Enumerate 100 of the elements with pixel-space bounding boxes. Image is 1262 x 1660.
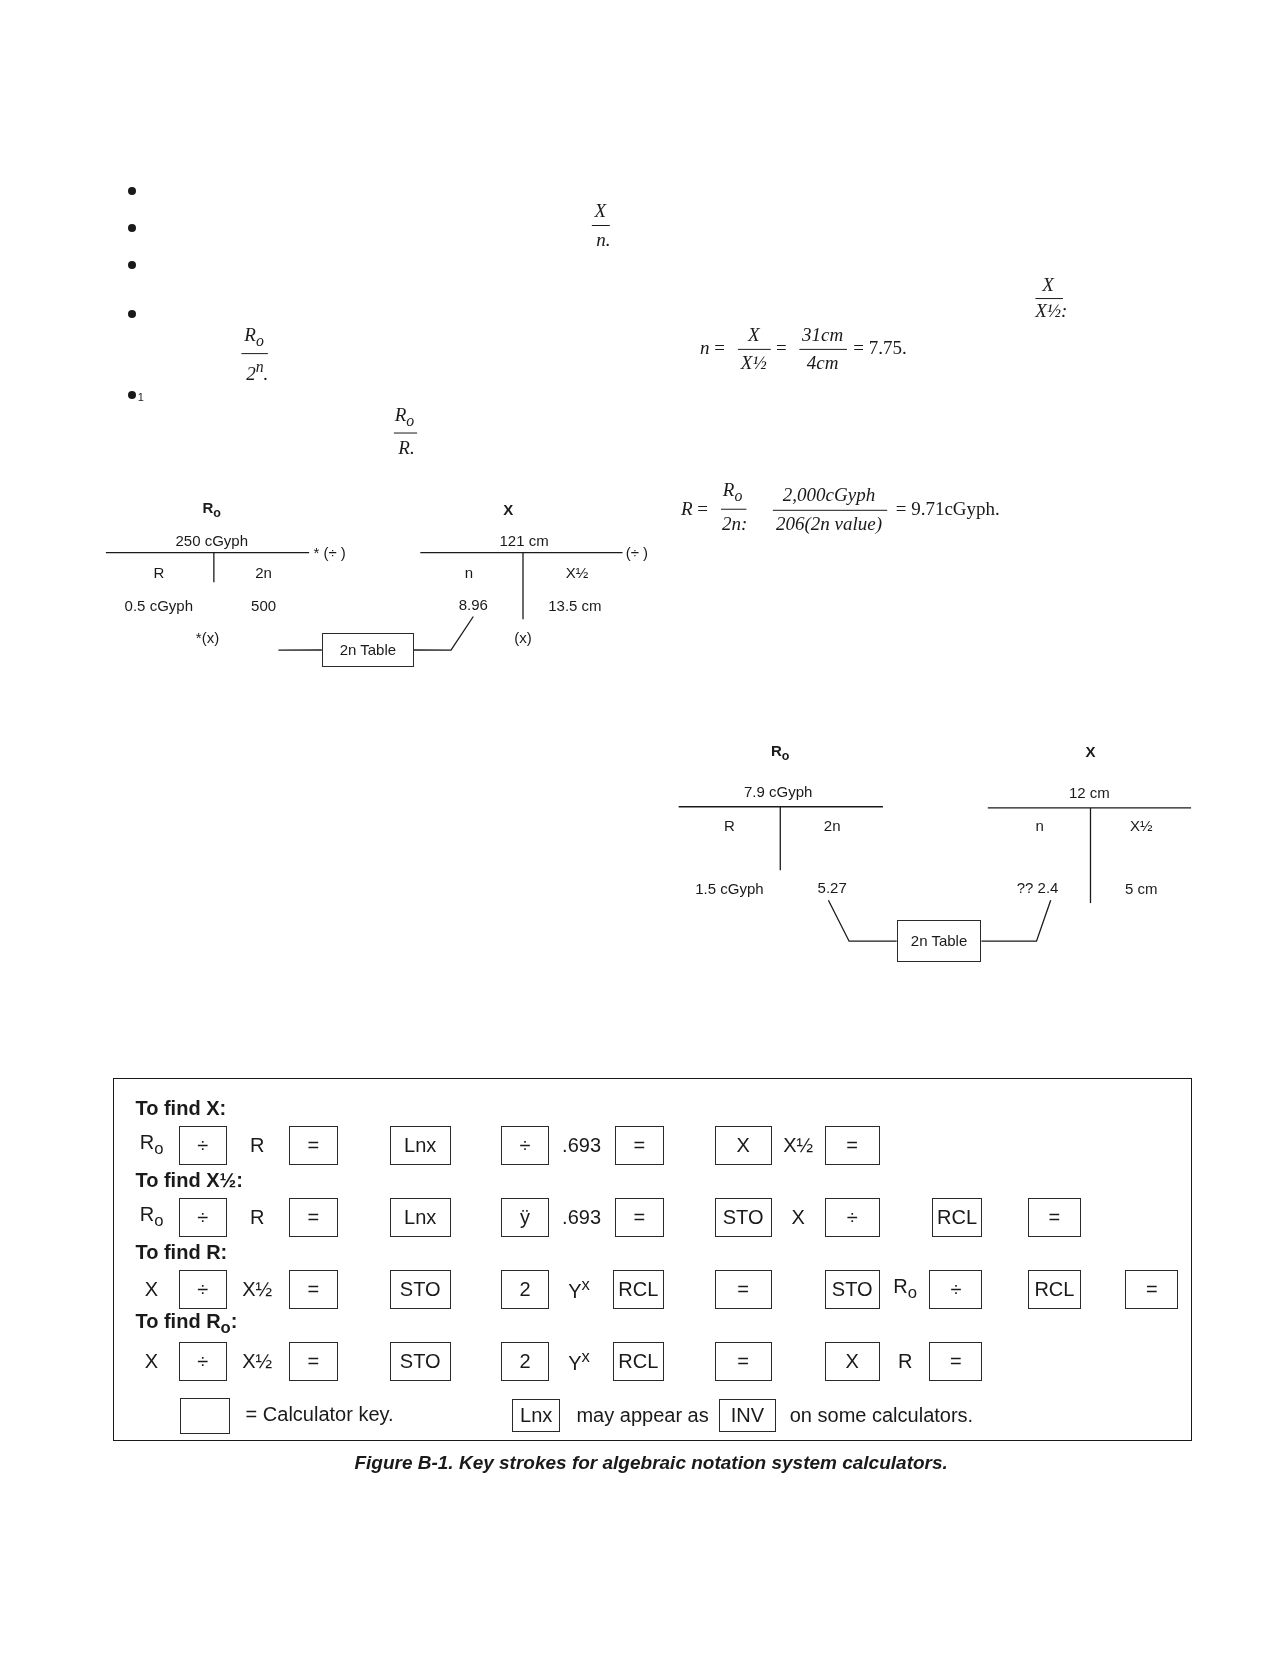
calculator-key: ÷: [178, 1270, 227, 1309]
calculator-key: ÷: [178, 1126, 227, 1165]
bullet-number: 1: [137, 390, 144, 404]
calculator-key: INV: [718, 1398, 776, 1433]
calculator-key: =: [288, 1126, 338, 1165]
t-chart-text: 0.5 cGyph: [124, 597, 193, 614]
leader-line: [980, 899, 1052, 942]
calculator-key: X: [824, 1342, 880, 1381]
row-heading: To find X:: [135, 1097, 227, 1120]
table-value: 5.27: [816, 878, 848, 899]
operand-label: R: [250, 1206, 265, 1229]
calculator-key: =: [824, 1126, 880, 1165]
t-chart-text: 250 cGyph: [175, 532, 248, 550]
fraction-denominator: 2n:: [722, 513, 748, 535]
operation-note: (x): [514, 630, 532, 647]
calculator-key: ÿ: [500, 1198, 550, 1237]
t-chart-text: X½: [565, 564, 589, 582]
calculator-key: ÷: [178, 1342, 227, 1381]
operand-label: Y$^{x}$: [568, 1348, 590, 1375]
calculator-key: STO: [824, 1270, 880, 1309]
t-chart-heading: X: [1085, 743, 1096, 761]
operand-label: .693: [562, 1134, 602, 1157]
calculator-key: Lnx: [389, 1126, 451, 1165]
table-value: 8.96: [457, 594, 489, 615]
calculator-key: STO: [389, 1342, 451, 1381]
operation-note: * (÷ ): [313, 544, 346, 562]
t-chart-text: 2n: [255, 564, 272, 582]
operand-label: R$_{o}$: [893, 1275, 917, 1304]
figure-caption: Figure B-1. Key strokes for algebraic notation system calculators.: [354, 1452, 948, 1474]
formula-text: =: [775, 337, 787, 359]
operation-note: (÷ ): [625, 544, 649, 562]
leader-line: [413, 615, 474, 651]
fraction-numerator: R$_{o}$: [244, 323, 264, 350]
fraction-numerator: 2,000cGyph: [782, 484, 876, 507]
calculator-key: =: [615, 1198, 664, 1237]
row-heading: To find X½:: [135, 1169, 243, 1192]
fraction-denominator: n.: [596, 229, 611, 251]
fraction-numerator: X: [594, 200, 607, 222]
calculator-key: 2: [500, 1270, 550, 1309]
calculator-key: RCL: [931, 1198, 983, 1237]
operand-label: X: [144, 1350, 158, 1373]
calculator-key: Lnx: [512, 1398, 560, 1433]
t-chart-text: 121 cm: [499, 532, 549, 550]
operand-label: X: [791, 1206, 805, 1229]
t-chart-heading: X: [503, 501, 514, 519]
calculator-key: =: [615, 1126, 664, 1165]
t-chart-text: n: [1035, 817, 1044, 835]
t-chart-text: 5 cm: [1125, 880, 1158, 898]
t-chart-text: n: [464, 564, 474, 582]
calculator-key: STO: [714, 1198, 772, 1237]
formula-text: R =: [681, 498, 709, 520]
calculator-key: =: [714, 1270, 772, 1309]
fraction-numerator: 31cm: [802, 323, 844, 346]
t-chart-text: R: [724, 817, 735, 835]
fraction-numerator: R$_{o}$: [394, 404, 415, 430]
t-chart-heading: R$_{o}$: [202, 500, 221, 521]
operand-label: X½: [242, 1278, 273, 1301]
t-chart-text: 7.9 cGyph: [743, 783, 813, 801]
lookup-table-box: 2n Table: [321, 633, 414, 667]
formula-text: n =: [700, 337, 725, 359]
fraction-denominator: X½: [740, 352, 767, 374]
operand-label: X½: [242, 1350, 273, 1373]
calculator-key: =: [1125, 1270, 1179, 1309]
operation-note: *(x): [195, 630, 220, 647]
note-text: may appear as: [576, 1404, 709, 1427]
fraction-denominator: 206(2n value): [775, 513, 882, 535]
table-value: ?? 2.4: [1015, 878, 1060, 899]
t-chart-text: 1.5 cGyph: [695, 880, 764, 898]
calculator-key: =: [929, 1342, 983, 1381]
calculator-key: ÷: [178, 1198, 227, 1237]
lookup-table-box: 2n Table: [896, 920, 982, 963]
operand-label: R: [250, 1134, 265, 1157]
calculator-key: ÷: [824, 1198, 880, 1237]
fraction-numerator: X: [1042, 274, 1054, 296]
calculator-key: 2: [500, 1342, 550, 1381]
calculator-key: =: [714, 1342, 772, 1381]
calculator-key: =: [1027, 1198, 1081, 1237]
row-heading: To find R:: [135, 1241, 228, 1264]
operand-label: Y$^{x}$: [568, 1276, 590, 1303]
t-chart-text: 2n: [823, 817, 841, 835]
leader-line: [277, 649, 323, 651]
calculator-key: RCL: [612, 1342, 664, 1381]
legend-text: = Calculator key.: [245, 1403, 394, 1426]
calculator-key: ÷: [500, 1126, 550, 1165]
row-heading: To find R$_{o}$:: [135, 1310, 238, 1339]
fraction-denominator: 4cm: [806, 352, 839, 374]
note-text: on some calculators.: [789, 1404, 974, 1427]
t-chart-heading: R$_{o}$: [771, 742, 790, 763]
t-chart-text: 13.5 cm: [548, 597, 602, 614]
t-chart-text: R: [153, 564, 165, 582]
t-chart-text: 500: [251, 597, 277, 614]
fraction-denominator: X½:: [1035, 300, 1068, 322]
fraction-denominator: R.: [398, 437, 415, 459]
operand-label: X: [144, 1278, 158, 1301]
calculator-key: RCL: [612, 1270, 664, 1309]
operand-label: R$_{o}$: [139, 1203, 164, 1232]
operand-label: X½: [783, 1134, 814, 1157]
leader-line: [827, 899, 898, 942]
calculator-key: X: [714, 1126, 772, 1165]
calculator-key: Lnx: [389, 1198, 451, 1237]
